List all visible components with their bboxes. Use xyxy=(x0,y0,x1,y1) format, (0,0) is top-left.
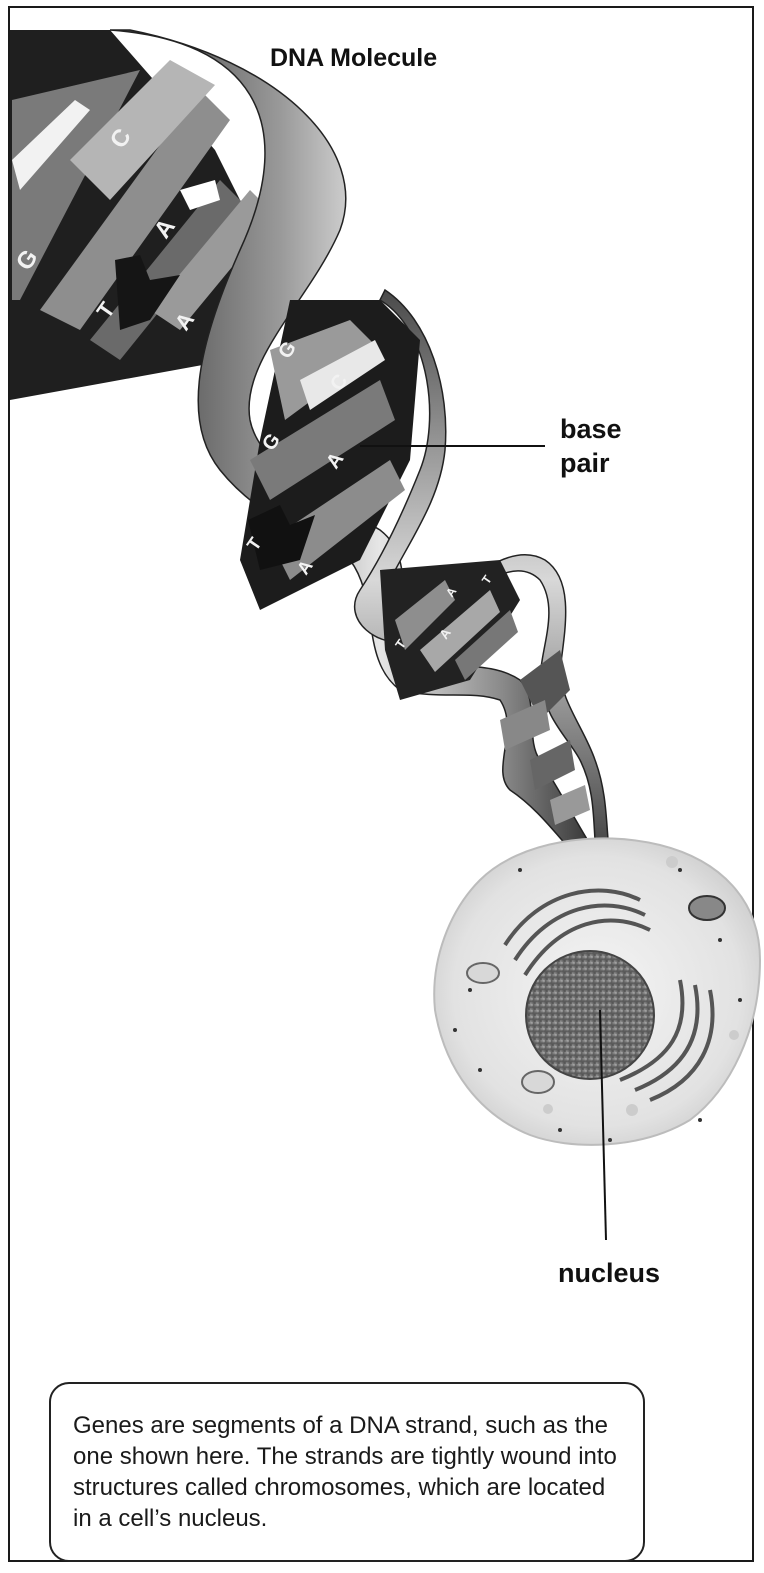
caption-text: Genes are segments of a DNA strand, such… xyxy=(73,1410,623,1534)
cell xyxy=(434,838,760,1144)
caption-box: Genes are segments of a DNA strand, such… xyxy=(49,1382,645,1562)
base-pair-label: base pair xyxy=(560,412,680,480)
figure-title: DNA Molecule xyxy=(270,44,437,73)
base-pair-label-line1: base xyxy=(560,412,680,446)
base-pair-label-line2: pair xyxy=(560,446,680,480)
nucleus-label: nucleus xyxy=(558,1256,660,1290)
nucleus-body xyxy=(526,951,654,1079)
